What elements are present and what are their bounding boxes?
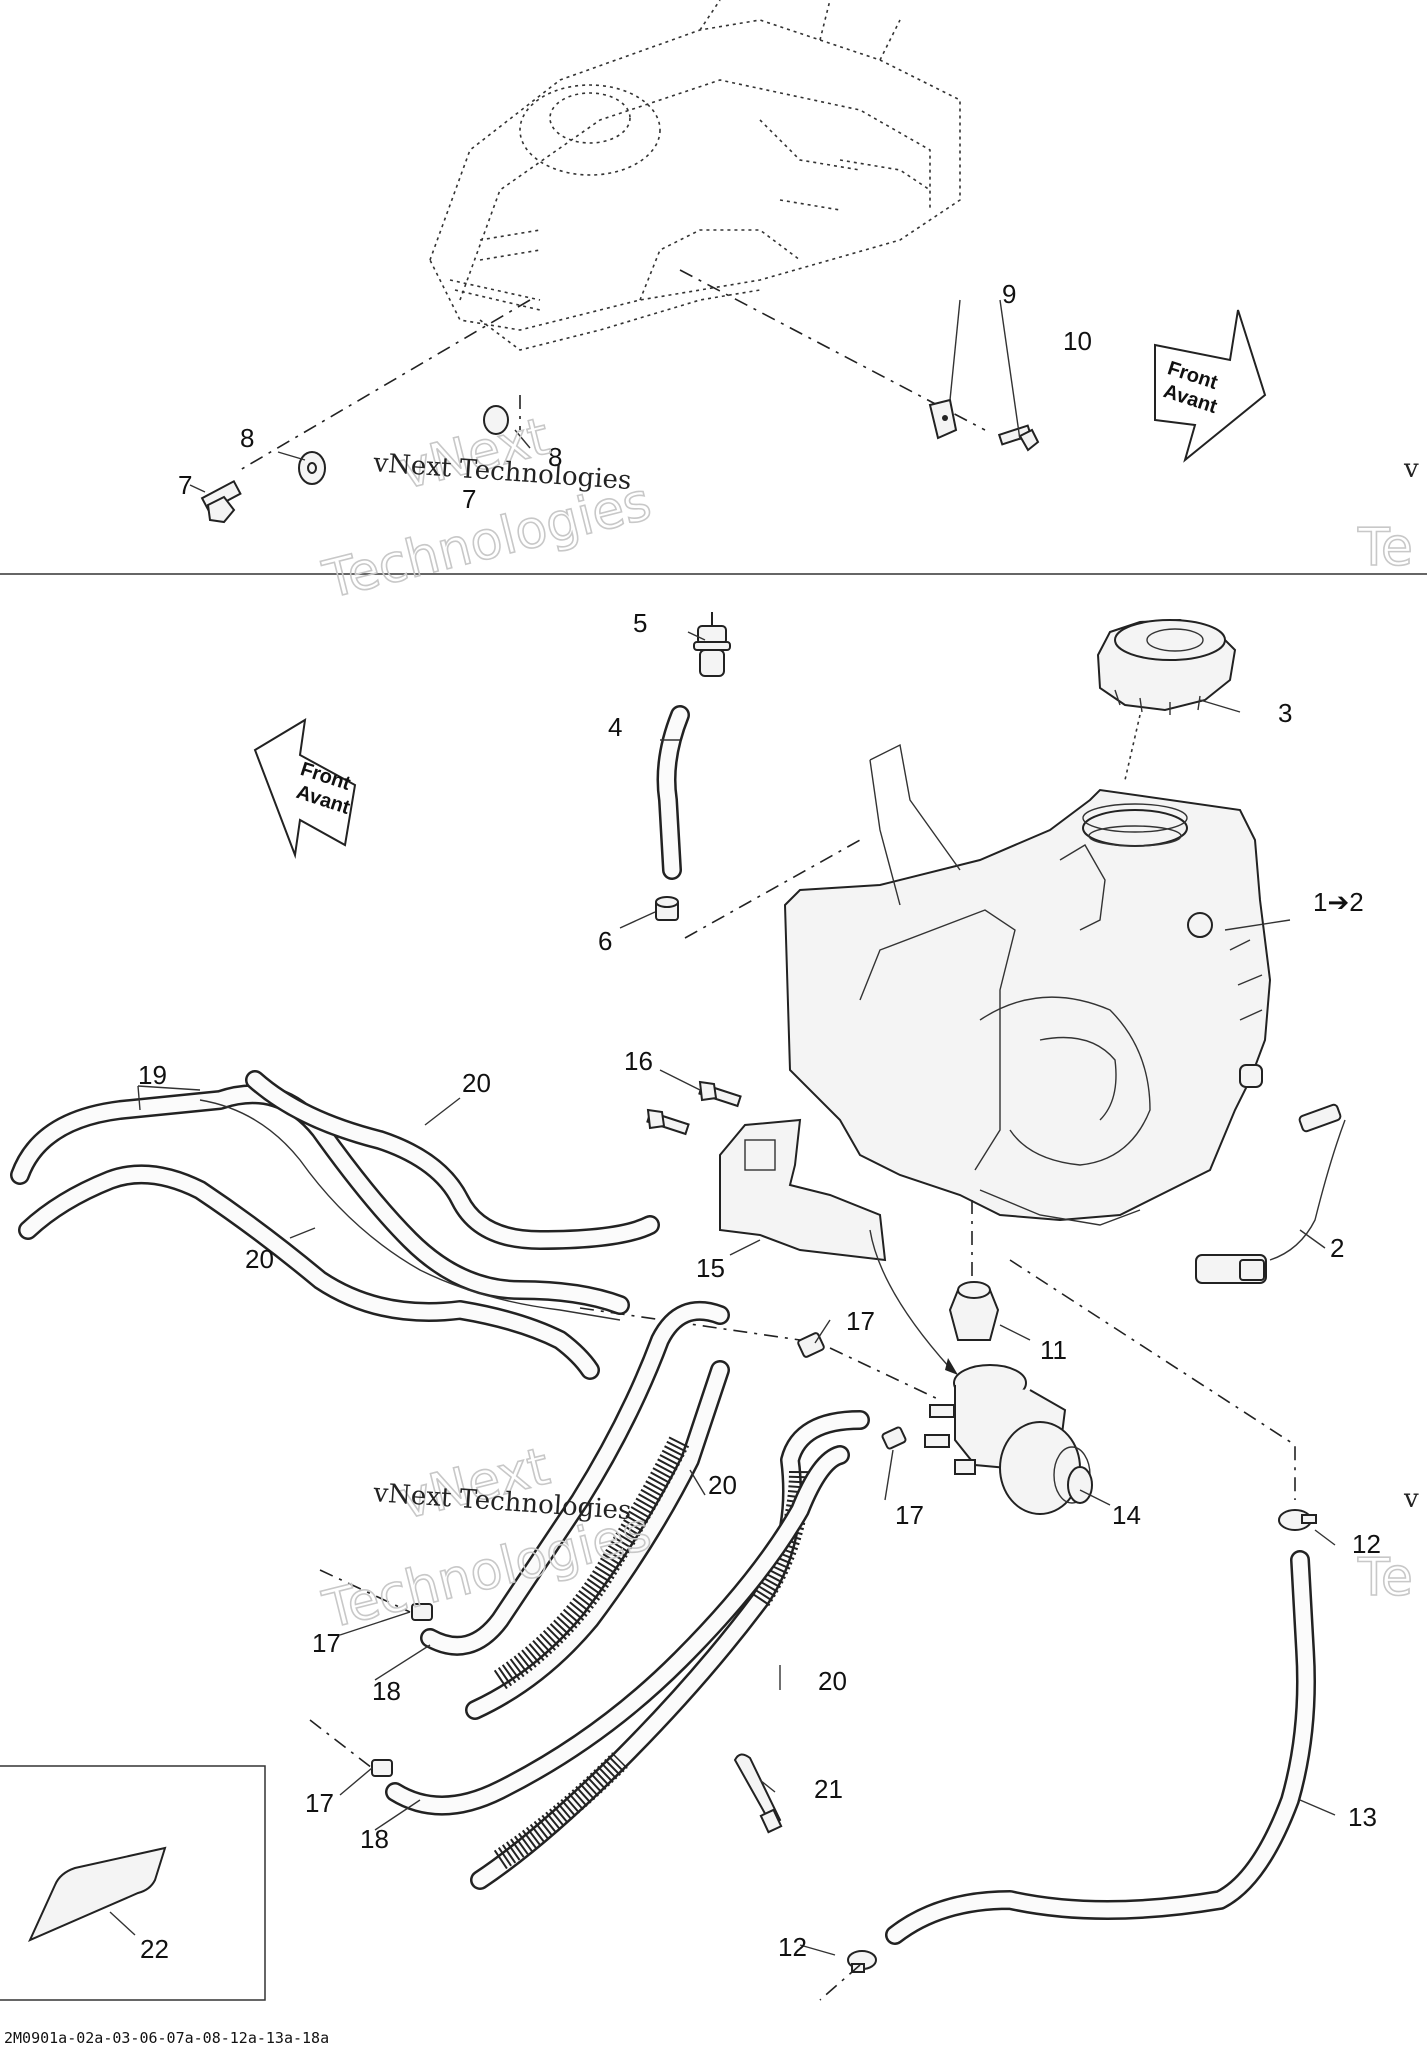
callout-18-b: 18 <box>360 1824 389 1854</box>
leader-15-to-14 <box>869 1229 951 1369</box>
callout-3: 3 <box>1278 698 1292 728</box>
part-7-bolt <box>200 479 242 524</box>
svg-text:v: v <box>1403 1484 1419 1514</box>
part-8-washer-right <box>483 405 509 435</box>
front-direction-arrow-bottom: Front Avant <box>253 718 357 859</box>
part-3-fuel-cap <box>1096 618 1237 715</box>
part-4-vent-hose <box>656 705 690 880</box>
svg-text:Te: Te <box>1357 1548 1413 1608</box>
part-20-hose-middle <box>465 1360 730 1720</box>
callout-19: 19 <box>138 1060 167 1090</box>
part-8-washer-left <box>298 451 326 485</box>
leader-bolt-7 <box>239 299 531 471</box>
callout-8-right: 8 <box>548 442 562 472</box>
callout-18-a: 18 <box>372 1676 401 1706</box>
callout-17-a: 17 <box>846 1306 875 1336</box>
leader-17-d <box>309 1719 373 1769</box>
callout-10: 10 <box>1063 326 1092 356</box>
part-5-fitting <box>693 612 731 677</box>
part-18-hose-upper <box>420 1301 730 1656</box>
callout-20-a: 20 <box>462 1068 491 1098</box>
callout-1-to-2: 1➔2 <box>1313 887 1364 917</box>
callout-7-mid: 7 <box>462 484 476 514</box>
callout-13: 13 <box>1348 1802 1377 1832</box>
part-15-bracket <box>719 1118 887 1262</box>
leader-12-lower <box>819 1964 861 2001</box>
arrow-head-14 <box>945 1358 958 1375</box>
callout-20-d: 20 <box>818 1666 847 1696</box>
part-20-hose-top <box>245 1070 660 1250</box>
callout-9: 9 <box>1002 279 1016 309</box>
part-18-hose-lower <box>385 1445 850 1816</box>
part-6-connector <box>655 896 679 921</box>
callout-4: 4 <box>608 712 622 742</box>
part-22-inset-box <box>0 1765 266 2001</box>
part-17-connector-c <box>411 1603 433 1621</box>
watermark-edge: v Te v Te <box>1356 454 1419 1609</box>
part-10-screw <box>997 424 1040 452</box>
callout-17-b: 17 <box>895 1500 924 1530</box>
callout-12-lower: 12 <box>778 1932 807 1962</box>
leader-12-upper <box>1009 1259 1296 1500</box>
callout-2: 2 <box>1330 1233 1344 1263</box>
part-19-twin-fuel-lines <box>10 1084 630 1321</box>
svg-text:v: v <box>1403 454 1419 484</box>
vehicle-frame-illustration <box>429 0 961 351</box>
callout-11: 11 <box>1040 1335 1067 1365</box>
part-12-clamp-lower <box>847 1950 877 1973</box>
callout-22: 22 <box>140 1934 169 1964</box>
part-20-hose-left <box>18 1164 600 1380</box>
svg-text:Te: Te <box>1357 518 1413 578</box>
callout-21: 21 <box>814 1774 843 1804</box>
part-11-grommet <box>948 1281 1000 1341</box>
part-16-screws <box>646 1080 742 1136</box>
part-12-clamp-upper <box>1278 1509 1317 1531</box>
leader-17-a2 <box>829 1347 941 1401</box>
callout-20-c: 20 <box>708 1470 737 1500</box>
part-17-connector-b <box>881 1426 907 1450</box>
part-14-fuel-pump <box>924 1364 1093 1515</box>
callout-17-c: 17 <box>312 1628 341 1658</box>
callout-8-left: 8 <box>240 423 254 453</box>
callout-20-b: 20 <box>245 1244 274 1274</box>
front-direction-arrow-top: Front Avant <box>1154 309 1267 463</box>
callout-12-upper: 12 <box>1352 1529 1381 1559</box>
part-17-connector-a <box>797 1332 825 1358</box>
part-2-fuel-level-sender <box>1195 1103 1346 1284</box>
callout-14: 14 <box>1112 1500 1141 1530</box>
callout-17-d: 17 <box>305 1788 334 1818</box>
part-13-return-hose <box>885 1550 1316 1945</box>
callout-15: 15 <box>696 1253 725 1283</box>
part-20-hose-right <box>470 1410 870 1890</box>
part-1-fuel-tank <box>783 743 1272 1226</box>
callout-6: 6 <box>598 926 612 956</box>
part-9-clip <box>928 398 958 440</box>
part-21-cable-tie <box>733 1753 783 1834</box>
watermark-top: vNext Technologies vNext Technologies <box>316 406 657 612</box>
part-code-footer: 2M0901a-02a-03-06-07a-08-12a-13a-18a <box>4 2029 329 2047</box>
callout-leaders <box>109 299 1336 1956</box>
leader-cap <box>1124 714 1141 781</box>
leader-part-6 <box>684 839 861 939</box>
callout-5: 5 <box>633 608 647 638</box>
callout-7: 7 <box>178 470 192 500</box>
callout-16: 16 <box>624 1046 653 1076</box>
part-17-connector-d <box>371 1759 393 1777</box>
